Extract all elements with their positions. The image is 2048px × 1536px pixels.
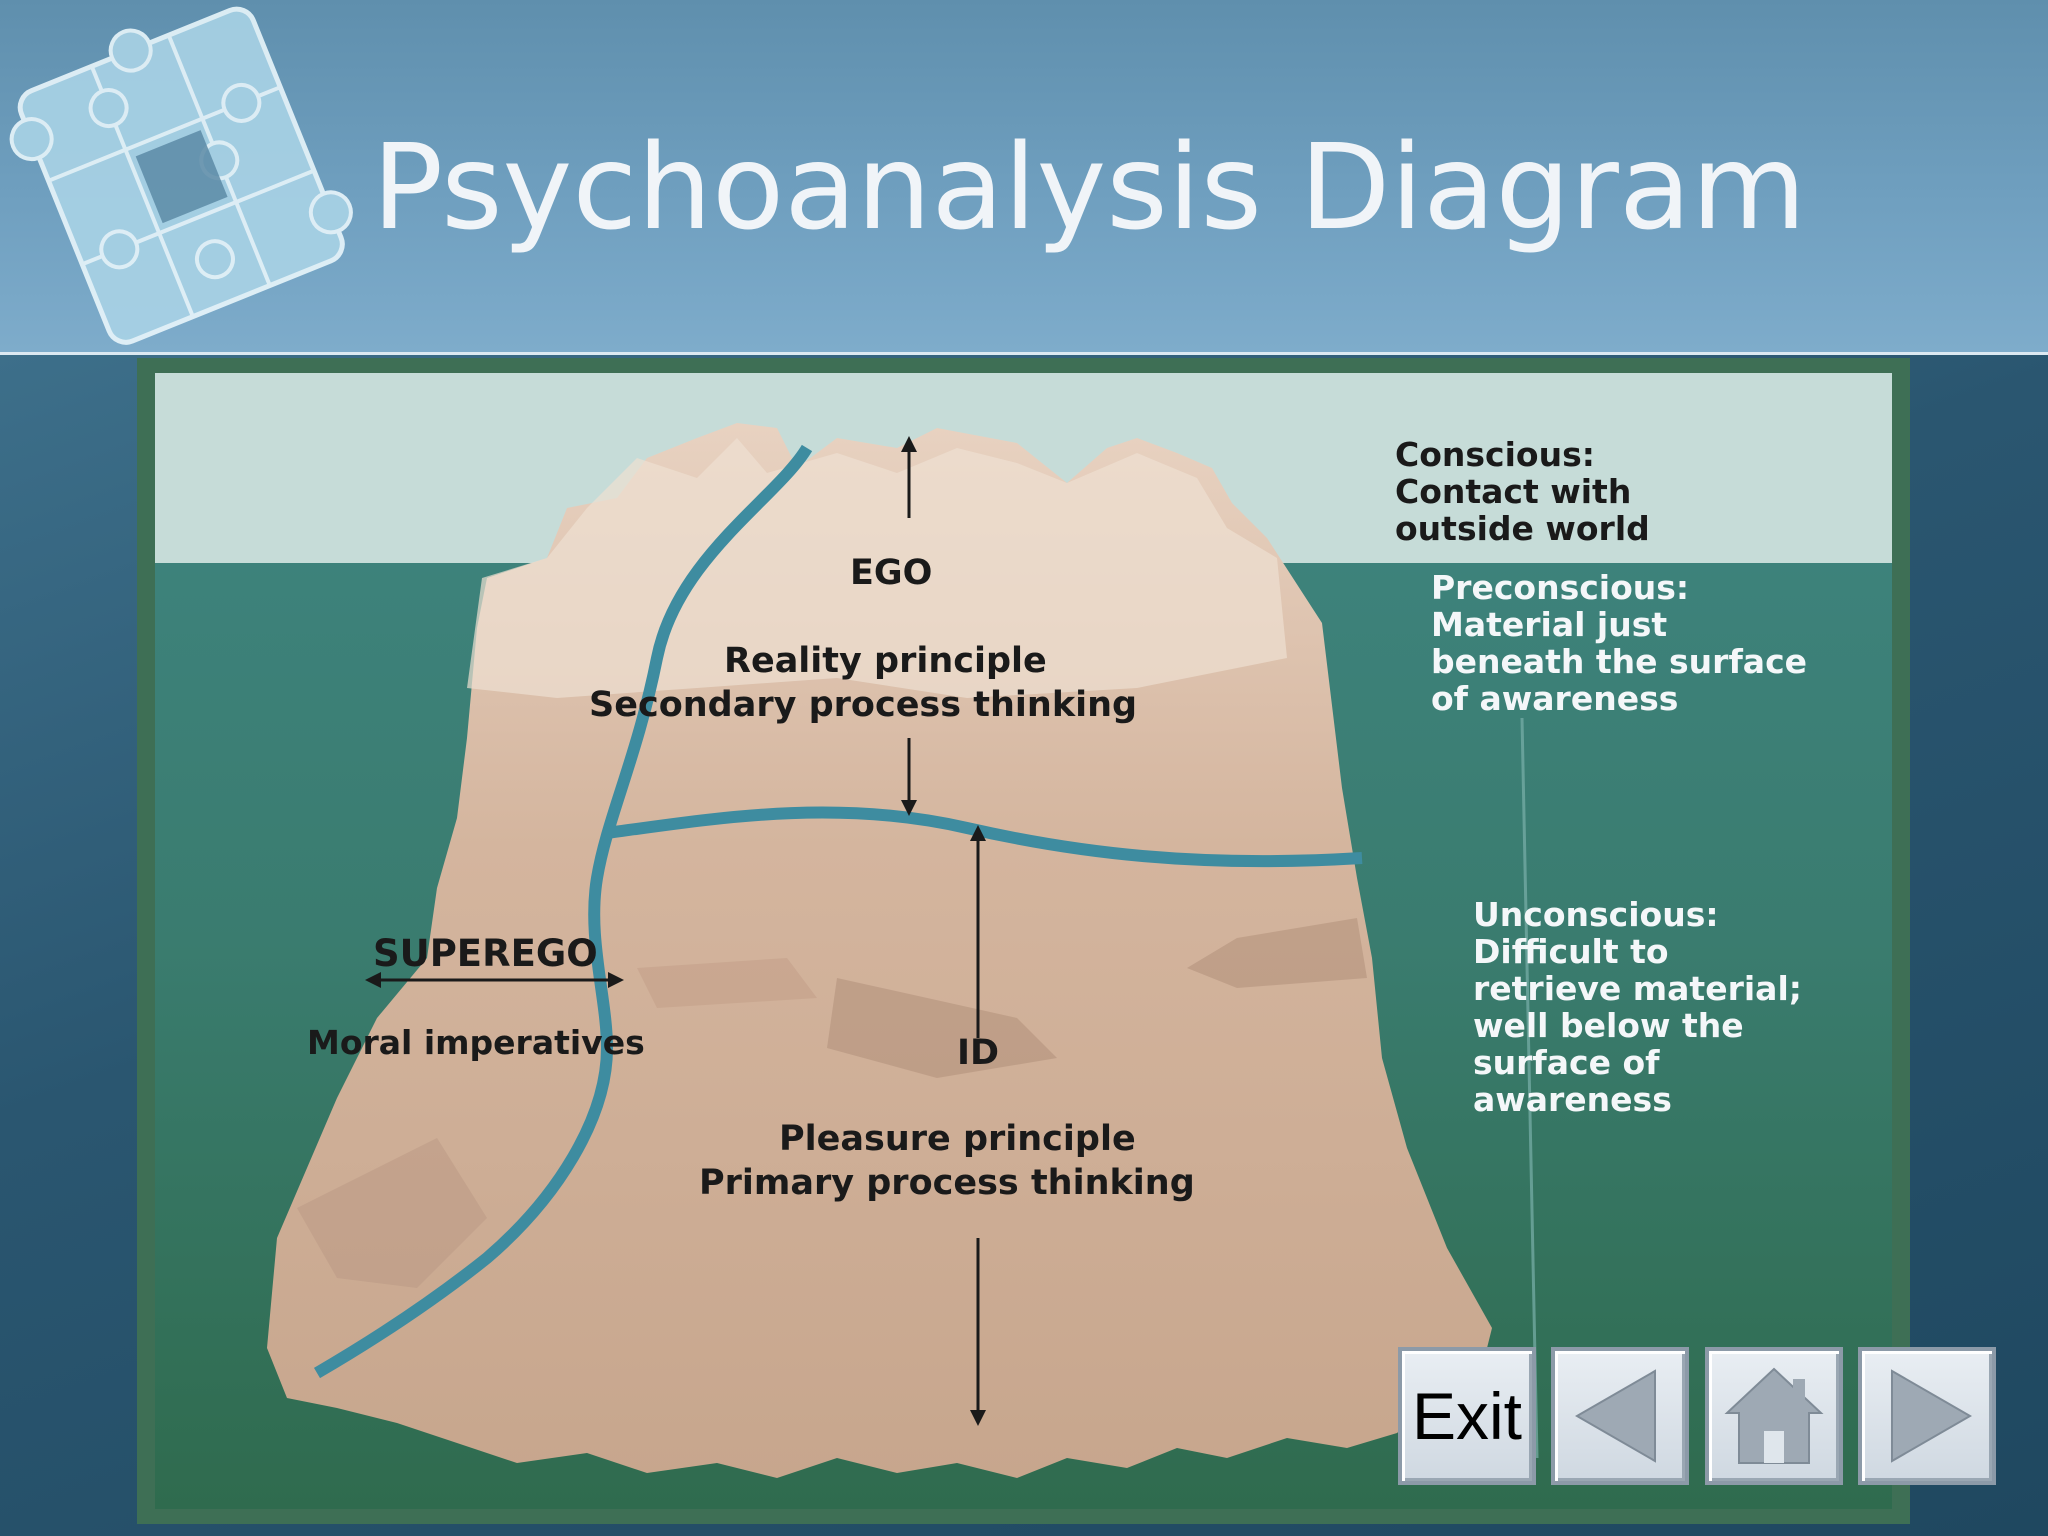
ice-shadow-4 [637, 958, 817, 1008]
left-triangle-icon [1574, 1369, 1656, 1463]
ego-description-line-2: Secondary process thinking [589, 685, 1138, 725]
level-guide-line [1520, 717, 1539, 1459]
iceberg-diagram: EGO Reality principle Secondary process … [137, 358, 1910, 1524]
header-divider [0, 352, 2048, 355]
exit-button[interactable]: Exit [1398, 1347, 1536, 1485]
puzzle-logo-icon [9, 6, 353, 345]
ego-description-line-1: Reality principle [724, 641, 1047, 681]
right-triangle-icon [1891, 1369, 1973, 1463]
ice-highlight [467, 438, 1287, 698]
id-label: ID [957, 1033, 1000, 1073]
ice-shadow-3 [1187, 918, 1367, 988]
slide-header [0, 0, 2048, 352]
home-button[interactable] [1705, 1347, 1843, 1485]
home-icon [1724, 1367, 1824, 1464]
ice-shadow-2 [827, 978, 1057, 1078]
preconscious-level-label: Preconscious: Material just beneath the … [1431, 568, 1808, 718]
ego-id-boundary [606, 806, 1363, 868]
slide-title: Psychoanalysis Diagram [372, 118, 1807, 256]
id-description-line-2: Primary process thinking [699, 1163, 1195, 1203]
superego-description: Moral imperatives [307, 1023, 645, 1062]
ice-shadow-1 [297, 1138, 487, 1288]
superego-label: SUPEREGO [373, 932, 598, 975]
next-slide-button[interactable] [1858, 1347, 1996, 1485]
unconscious-level-label: Unconscious: Difficult to retrieve mater… [1473, 895, 1802, 1119]
superego-ego-boundary [313, 444, 813, 1379]
id-description-line-1: Pleasure principle [779, 1119, 1136, 1159]
previous-slide-button[interactable] [1551, 1347, 1689, 1485]
conscious-level-label: Conscious: Contact with outside world [1395, 435, 1650, 548]
ego-label: EGO [850, 553, 933, 593]
exit-label: Exit [1411, 1379, 1523, 1453]
